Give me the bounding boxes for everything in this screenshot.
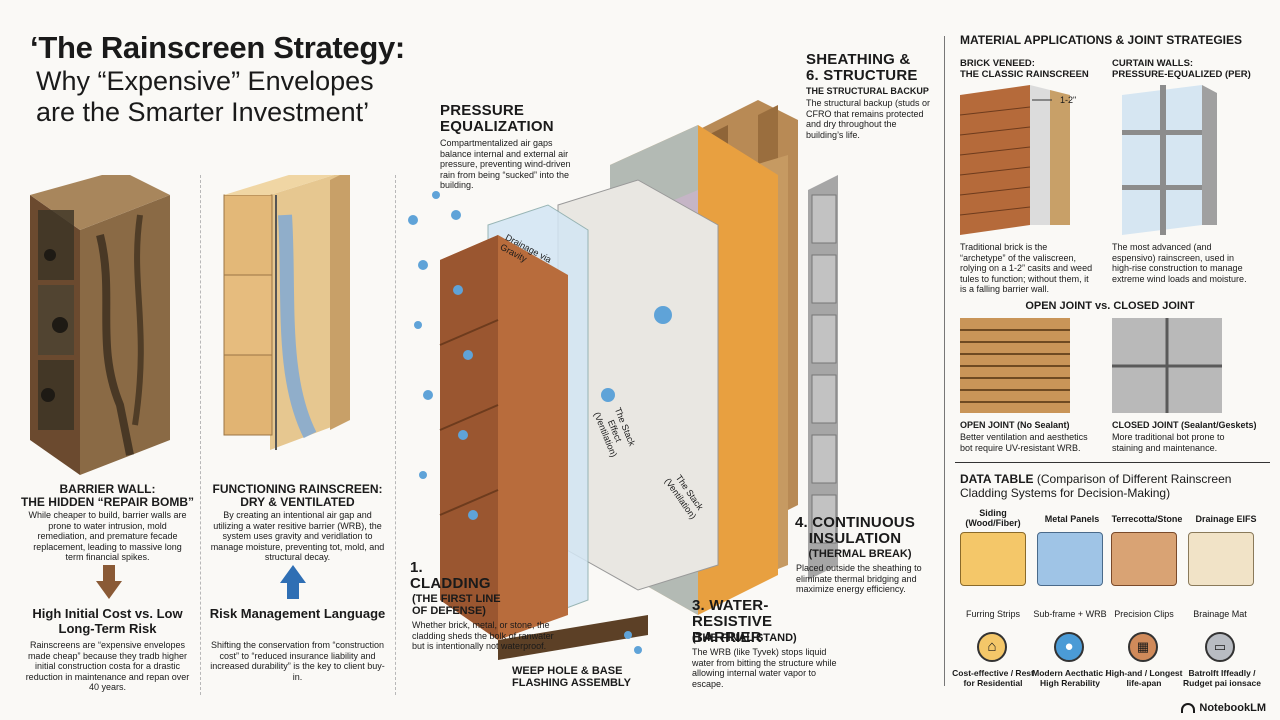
open-heading: OPEN JOINT (No Sealant) [960, 420, 1070, 430]
table-support: Precision Clips [1114, 609, 1174, 619]
dim-label: 1-2" [1060, 95, 1077, 105]
table-title-rest: (Comparison of Different Rainscreen Clad… [960, 472, 1232, 500]
siding-swatch [960, 532, 1026, 586]
table-col-name: Drainage EIFS [1195, 514, 1257, 524]
cost-heading: High Initial Cost vs. Low Long-Term Risk [32, 606, 183, 636]
table-support: Furring Strips [965, 609, 1020, 619]
risk-body: Shifting the conservation from “construc… [210, 640, 385, 682]
cladding-sub: (THE FIRST LINE OF DEFENSE) [412, 593, 501, 617]
barrier-wall-illustration [30, 175, 170, 475]
right-heading: MATERIAL APPLICATIONS & JOINT STRATEGIES [960, 33, 1243, 47]
divider [944, 36, 945, 686]
table-verdict: Cost-effective / Rest for Residential [952, 668, 1034, 688]
sheathing-sub: THE STRUCTURAL BACKUP [806, 86, 929, 96]
person-icon: ● [1054, 632, 1084, 662]
divider [955, 462, 1270, 463]
wrb-sub: (THE FINAL STAND) [692, 632, 797, 644]
barrier-heading1: BARRIER WALL: [59, 482, 156, 496]
table-support: Sub-frame + WRB [1033, 609, 1107, 619]
up-arrow-icon [280, 565, 306, 599]
brick-veneer-illustration [960, 85, 1070, 235]
rainscreen-heading1: FUNCTIONING RAINSCREEN: [212, 482, 383, 496]
brand-logo: NotebookLM [1181, 702, 1266, 714]
curtain-wall-illustration [1122, 85, 1217, 235]
insulation-body: Placed outside the sheathing to eliminat… [796, 563, 922, 594]
table-verdict: Batrolft Iffeadly / Rudget pai ionsace [1183, 668, 1261, 688]
closed-heading: CLOSED JOINT (Sealant/Geskets) [1112, 420, 1257, 430]
down-arrow-icon [96, 565, 122, 599]
divider [200, 175, 201, 695]
curtain-heading2: PRESSURE-EQUALIZED (PER) [1112, 69, 1251, 80]
brick-body: Traditional brick is the “archetype” of … [960, 242, 1093, 294]
rainscreen-wall-illustration [223, 175, 350, 450]
table-support: Brainage Mat [1193, 609, 1247, 619]
cladding-body: Whether brick, metal, or stone, the clad… [412, 620, 554, 651]
cost-house-icon: ⌂ [977, 632, 1007, 662]
pressure-heading: PRESSURE EQUALIZATION [440, 102, 554, 135]
sheathing-heading2: 6. STRUCTURE [806, 67, 918, 84]
barrier-heading2: THE HIDDEN “REPAIR BOMB” [20, 495, 195, 509]
title-line2: Why “Expensive” Envelopes are the Smarte… [36, 66, 374, 127]
sheathing-body: The structural backup (studs or CFRO tha… [806, 98, 931, 140]
table-title: DATA TABLE (Comparison of Different Rain… [960, 472, 1260, 500]
table-col-name: Siding (Wood/Fiber) [965, 508, 1021, 528]
closed-joint-illustration [1112, 318, 1222, 413]
table-verdict: Modern Aecthatic / High Rerability [1032, 668, 1108, 688]
sheathing-heading1: SHEATHING & [806, 51, 911, 68]
rainscreen-body: By creating an intentional air gap and u… [210, 510, 385, 562]
table-col-name: Terrecotta/Stone [1111, 514, 1183, 524]
building-icon: ▦ [1128, 632, 1158, 662]
table-title-bold: DATA TABLE [960, 472, 1034, 486]
risk-heading: Risk Management Language [209, 606, 386, 621]
rainscreen-heading2: DRY & VENTILATED [240, 495, 355, 509]
open-body: Better ventilation and aesthetics bot re… [960, 432, 1088, 453]
barrier-body: While cheaper to build, barrier walls ar… [28, 510, 187, 562]
joint-heading: OPEN JOINT vs. CLOSED JOINT [1025, 300, 1195, 312]
notebook-icon [1181, 703, 1196, 713]
eifs-swatch [1188, 532, 1254, 586]
cladding-heading: 1. CLADDING [410, 559, 491, 592]
money-icon: ▭ [1205, 632, 1235, 662]
cost-body: Rainscreens are “expensive envelopes mad… [25, 640, 190, 692]
divider [395, 175, 396, 695]
wrb-body: The WRB (like Tyvek) stops liquid water … [692, 647, 837, 689]
wrb-heading: 3. WATER-RESISTIVE BARRIER [692, 597, 773, 646]
brick-heading2: THE CLASSIC RAINSCREEN [960, 69, 1089, 80]
brick-heading1: BRICK VENEED: [960, 58, 1035, 69]
brand-name: NotebookLM [1199, 702, 1266, 714]
weep-label: WEEP HOLE & BASE FLASHING ASSEMBLY [512, 665, 631, 689]
curtain-heading1: CURTAIN WALLS: [1112, 58, 1194, 69]
metal-swatch [1037, 532, 1103, 586]
exploded-wall-diagram [408, 100, 838, 660]
insulation-sub: (THERMAL BREAK) [808, 548, 912, 560]
title-line1: ‘The Rainscreen Strategy: [30, 30, 405, 65]
terracotta-swatch [1111, 532, 1177, 586]
table-col-name: Metal Panels [1044, 514, 1100, 524]
closed-body: More traditional bot prone to staining a… [1112, 432, 1225, 453]
insulation-heading: 4. CONTINUOUS INSULATION [794, 514, 916, 547]
table-verdict: High-and / Longest Iife-apan [1105, 668, 1183, 688]
curtain-body: The most advanced (and espensivo) rainsc… [1112, 242, 1247, 284]
pressure-body: Compartmentalized air gaps balance inter… [440, 138, 571, 190]
open-joint-illustration [960, 318, 1070, 413]
